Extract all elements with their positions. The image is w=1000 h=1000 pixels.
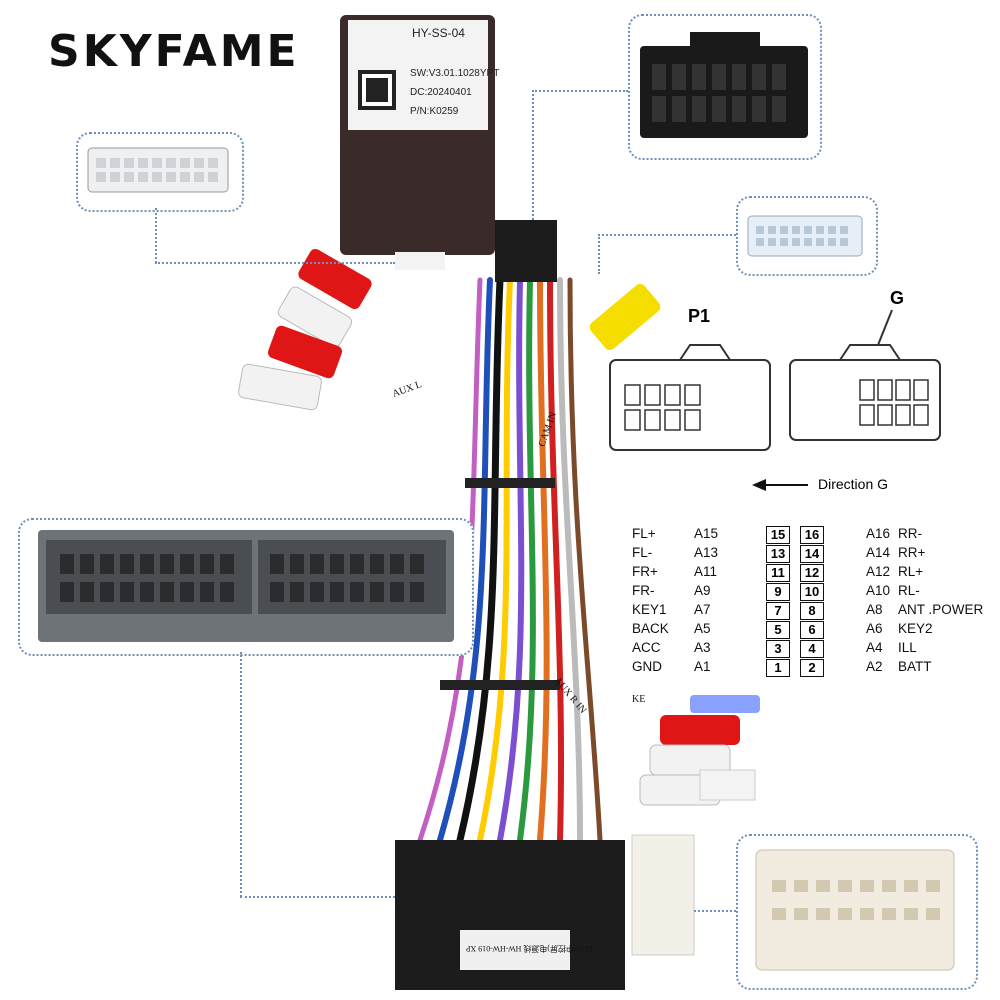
- pin-number-right: 16: [800, 526, 824, 544]
- rca-plugs-lower: [639, 695, 760, 806]
- pin-number-left: 11: [766, 564, 790, 582]
- leader-line-top-left-h: [155, 262, 395, 264]
- pin-code-left: A15: [694, 526, 719, 541]
- leader-line-mid-right: [598, 234, 736, 236]
- pin-func-left: FR-: [632, 583, 655, 598]
- pin-func-left: KEY1: [632, 602, 667, 617]
- label-direction: Direction G: [818, 476, 889, 492]
- pin-code-left: A5: [694, 621, 711, 636]
- p1-connector-drawing: [609, 344, 771, 451]
- pin-func-left: BACK: [632, 621, 669, 636]
- pin-func-right: RR-: [898, 526, 922, 541]
- callout-connector-top-left: [76, 132, 244, 212]
- pin-func-right: RR+: [898, 545, 926, 560]
- module-sw: SW:V3.01.1028YPT: [410, 68, 500, 79]
- callout-small-white-connector: [736, 196, 878, 276]
- pin-func-right: RL-: [898, 583, 920, 598]
- pin-code-right: A10: [866, 583, 891, 598]
- module-model: HY-SS-04: [412, 26, 465, 40]
- pin-number-right: 2: [800, 659, 824, 677]
- wire-bundle: [417, 276, 603, 844]
- pin-func-left: GND: [632, 659, 662, 674]
- pin-code-right: A8: [866, 602, 883, 617]
- pin-number-left: 15: [766, 526, 790, 544]
- pin-code-left: A9: [694, 583, 711, 598]
- brand-logo: SKYFAME: [48, 26, 300, 77]
- module-dc: DC:20240401: [410, 87, 472, 98]
- leader-line-top-left: [155, 208, 157, 263]
- callout-grey-connector: [18, 518, 474, 656]
- pin-code-left: A13: [694, 545, 719, 560]
- pin-func-right: RL+: [898, 564, 924, 579]
- pin-number-right: 12: [800, 564, 824, 582]
- pin-number-left: 9: [766, 583, 790, 601]
- pin-func-right: ANT .POWER: [898, 602, 984, 617]
- pin-func-left: FL+: [632, 526, 656, 541]
- pin-code-right: A4: [866, 640, 883, 655]
- leader-line-top-right: [532, 90, 628, 92]
- pin-code-left: A7: [694, 602, 711, 617]
- g-connector-drawing: [789, 309, 941, 441]
- pin-number-right: 8: [800, 602, 824, 620]
- pin-func-left: ACC: [632, 640, 661, 655]
- pin-code-right: A12: [866, 564, 891, 579]
- pin-code-right: A16: [866, 526, 891, 541]
- label-p1: P1: [688, 306, 711, 326]
- pin-func-right: ILL: [898, 640, 917, 655]
- pin-number-left: 5: [766, 621, 790, 639]
- pin-func-right: BATT: [898, 659, 932, 674]
- pin-func-left: FR+: [632, 564, 658, 579]
- pin-func-right: KEY2: [898, 621, 933, 636]
- pin-number-left: 13: [766, 545, 790, 563]
- pin-code-left: A3: [694, 640, 711, 655]
- leader-line-mid-right-v: [598, 234, 600, 274]
- tag-ke: KE: [632, 694, 646, 705]
- callout-white-connector-bottom: [736, 834, 978, 990]
- pin-number-left: 3: [766, 640, 790, 658]
- pin-number-right: 10: [800, 583, 824, 601]
- pin-number-left: 1: [766, 659, 790, 677]
- leader-line-bottom-left: [240, 652, 242, 897]
- label-g: G: [890, 288, 905, 308]
- pin-code-left: A11: [694, 564, 718, 579]
- pin-number-right: 6: [800, 621, 824, 639]
- module-pn: P/N:K0259: [410, 106, 459, 117]
- pin-func-left: FL-: [632, 545, 653, 560]
- leader-line-bottom-left-h: [240, 896, 395, 898]
- leader-line-top-right-v: [532, 90, 534, 220]
- pin-number-right: 4: [800, 640, 824, 658]
- pin-code-right: A2: [866, 659, 883, 674]
- pin-code-left: A1: [694, 659, 711, 674]
- pin-code-right: A14: [866, 545, 891, 560]
- pin-number-left: 7: [766, 602, 790, 620]
- leader-line-bottom-right: [694, 910, 736, 912]
- rca-plugs-upper: [238, 248, 661, 411]
- tag-bottom-label: IX45(中控屏)电源线 HW-HW-019 XP: [466, 944, 594, 953]
- pin-code-right: A6: [866, 621, 883, 636]
- callout-black-connector: [628, 14, 822, 160]
- pin-number-right: 14: [800, 545, 824, 563]
